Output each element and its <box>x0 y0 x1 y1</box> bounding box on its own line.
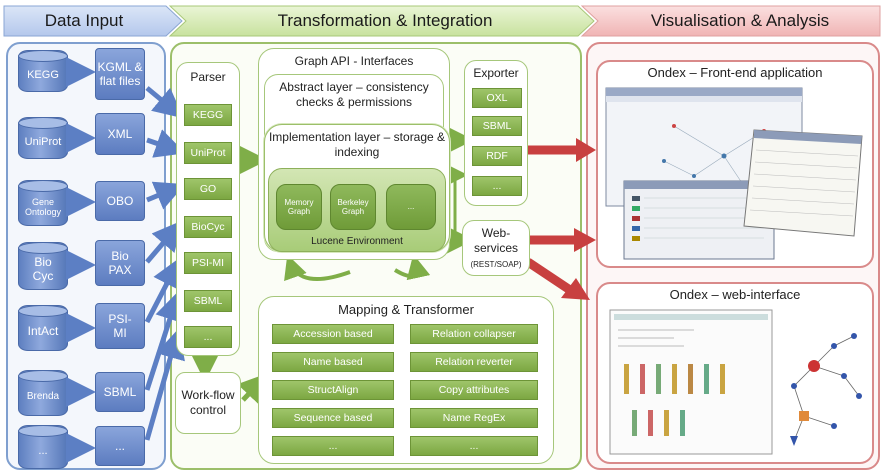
workflow-control-label: Work-flow control <box>181 388 235 417</box>
parser-item-kegg: KEGG <box>184 104 232 126</box>
graph-more-box: ... <box>386 184 436 230</box>
webservices-sub: (REST/SOAP) <box>470 260 522 269</box>
parser-item-biocyc: BioCyc <box>184 216 232 238</box>
parser-item-uniprot: UniProt <box>184 142 232 164</box>
header-visualisation: Visualisation & Analysis <box>650 11 830 30</box>
mapping-right-2: Copy attributes <box>410 380 538 400</box>
format-doc-sbml: SBML <box>95 372 145 412</box>
mapping-right-4: ... <box>410 436 538 456</box>
mapping-left-2: StructAlign <box>272 380 394 400</box>
db-to-format-arrows <box>66 57 96 463</box>
output-arrows <box>525 145 578 294</box>
header-data-input: Data Input <box>44 11 124 30</box>
network-square-node <box>799 411 809 421</box>
frontend-app-title: Ondex – Front-end application <box>647 64 823 80</box>
exporter-item-oxl: OXL <box>472 88 522 108</box>
mapping-title: Mapping & Transformer <box>338 301 474 317</box>
network-triangle-node <box>790 436 798 446</box>
web-interface-screenshot <box>609 309 862 455</box>
exporter-item-sbml: SBML <box>472 116 522 136</box>
header-transformation: Transformation & Integration <box>277 11 493 30</box>
mapping-loop-arrow-right <box>393 254 431 281</box>
db-cylinder-intact: IntAct <box>18 305 68 351</box>
mapping-left-0: Accession based <box>272 324 394 344</box>
header-banner <box>3 5 881 37</box>
db-cylinder-kegg: KEGG <box>18 50 68 92</box>
mapping-left-4: ... <box>272 436 394 456</box>
exporter-item-more: ... <box>472 176 522 196</box>
mapping-left-1: Name based <box>272 352 394 372</box>
mapping-left-3: Sequence based <box>272 408 394 428</box>
network-graph <box>793 335 860 442</box>
db-cylinder-more: ... <box>18 425 68 469</box>
abstract-layer-label: Abstract layer – consistency checks & pe… <box>279 80 429 109</box>
exporter-title: Exporter <box>473 65 519 80</box>
db-cylinder-biocyc: Bio Cyc <box>18 242 68 290</box>
mapping-right-3: Name RegEx <box>410 408 538 428</box>
network-hub-node <box>808 360 820 372</box>
format-to-parser-arrows <box>144 86 186 441</box>
mapping-right-1: Relation reverter <box>410 352 538 372</box>
mapping-right-0: Relation collapser <box>410 324 538 344</box>
format-doc-biopax: Bio PAX <box>95 240 145 286</box>
frontend-app-screenshot <box>605 87 863 260</box>
web-interface-title: Ondex – web-interface <box>669 286 801 302</box>
mapping-loop-arrow-left <box>284 254 351 282</box>
header-chevron-data-input <box>3 5 183 37</box>
output-arrowhead-3 <box>561 278 590 300</box>
implementation-layer-label: Implementation layer – storage & indexin… <box>268 130 446 159</box>
workflow-control-box: Work-flow control <box>175 372 241 434</box>
memory-graph-box: Memory Graph <box>276 184 322 230</box>
chromosome-bars <box>624 364 725 436</box>
exporter-item-rdf: RDF <box>472 146 522 166</box>
parser-item-go: GO <box>184 178 232 200</box>
format-doc-more: ... <box>95 426 145 466</box>
parser-item-sbml: SBML <box>184 290 232 312</box>
db-cylinder-uniprot: UniProt <box>18 117 68 159</box>
webservices-box <box>462 220 530 276</box>
header-chevron-visualisation <box>580 5 881 37</box>
output-arrowhead-1 <box>576 138 596 162</box>
parser-item-more: ... <box>184 326 232 348</box>
graph-api-title: Graph API - Interfaces <box>294 53 414 68</box>
format-doc-kegg: KGML & flat files <box>95 48 145 100</box>
parser-title: Parser <box>190 69 226 84</box>
lucene-environment-label: Lucene Environment <box>311 235 403 247</box>
format-doc-uniprot: XML <box>95 113 145 155</box>
db-cylinder-brenda: Brenda <box>18 370 68 416</box>
header-chevron-transformation <box>168 5 595 37</box>
output-arrowhead-2 <box>574 228 596 252</box>
parser-item-psimi: PSI-MI <box>184 252 232 274</box>
format-doc-obo: OBO <box>95 181 145 221</box>
exporter-link-arrow <box>450 166 468 240</box>
webservices-title: Web-services <box>473 226 518 255</box>
berkeley-graph-box: Berkeley Graph <box>330 184 376 230</box>
